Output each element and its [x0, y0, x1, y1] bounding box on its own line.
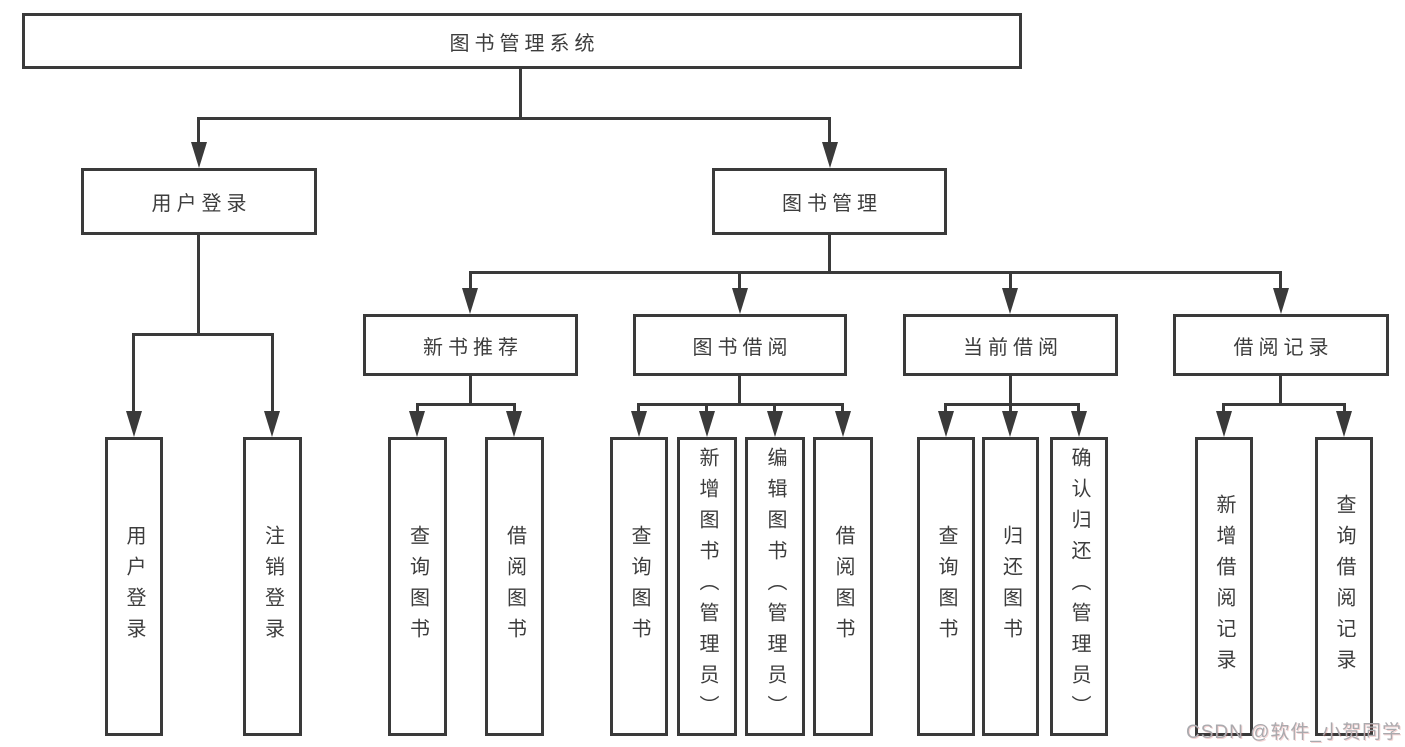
- connector-stem: [513, 403, 516, 414]
- connector-stem: [1222, 403, 1225, 414]
- arrowhead-leaf: [1071, 411, 1087, 437]
- arrowhead-book-management: [822, 142, 838, 168]
- connector-borrow-records-stub: [1279, 374, 1282, 406]
- connector-book-management-bar: [469, 271, 1282, 274]
- connector-new-book-bar: [416, 403, 516, 406]
- node-current-borrowing: 当前借阅: [903, 314, 1118, 376]
- connector-root-stub: [519, 66, 522, 118]
- arrowhead-leaf: [1216, 411, 1232, 437]
- connector-book-borrowing-stub: [738, 374, 741, 406]
- connector-stem-leaf-logout: [271, 333, 274, 413]
- leaf-return-books: 归还图书: [982, 437, 1039, 736]
- node-label: 注销登录: [261, 524, 284, 649]
- leaf-add-books-admin: 新增图书（管理员）: [677, 437, 737, 736]
- node-label: 图书管理: [782, 193, 882, 215]
- connector-stem: [944, 403, 947, 414]
- leaf-user-login: 用户登录: [105, 437, 163, 736]
- arrowhead-current-borrowing: [1002, 288, 1018, 314]
- leaf-query-books-recommend: 查询图书: [388, 437, 447, 736]
- node-label: 新书推荐: [423, 336, 523, 359]
- node-book-borrowing: 图书借阅: [633, 314, 847, 376]
- watermark: CSDN @软件_小贺同学: [1186, 722, 1402, 743]
- arrowhead-borrow-records: [1273, 288, 1289, 314]
- connector-stem-user-login: [197, 117, 200, 145]
- arrowhead-leaf: [1002, 411, 1018, 437]
- connector-stem: [841, 403, 844, 414]
- node-label: 借阅图书: [832, 524, 854, 649]
- connector-stem: [705, 403, 708, 414]
- connector-stem: [416, 403, 419, 414]
- arrowhead-leaf: [699, 411, 715, 437]
- connector-stem: [637, 403, 640, 414]
- arrowhead-leaf: [767, 411, 783, 437]
- node-label: 图书借阅: [692, 336, 793, 359]
- arrowhead-user-login: [191, 142, 207, 168]
- connector-stem: [1009, 403, 1012, 414]
- connector-new-book-stub: [469, 374, 472, 406]
- node-label: 用户登录: [123, 524, 145, 649]
- node-label: 用户登录: [151, 193, 252, 215]
- arrowhead-book-borrowing: [732, 288, 748, 314]
- arrowhead-leaf: [631, 411, 647, 437]
- connector-user-login-bar: [132, 333, 274, 336]
- node-label: 确认归还（管理员）: [1068, 447, 1090, 726]
- connector-borrow-records-bar: [1222, 403, 1346, 406]
- arrowhead-leaf-logout: [264, 411, 280, 437]
- node-label: 归还图书: [999, 524, 1022, 649]
- node-label: 新增借阅记录: [1213, 493, 1235, 680]
- connector-stem-book-borrowing: [738, 271, 741, 289]
- arrowhead-leaf-login: [126, 411, 142, 437]
- node-label: 借阅图书: [503, 524, 526, 649]
- connector-stem-book-management: [828, 117, 831, 145]
- leaf-edit-books-admin: 编辑图书（管理员）: [745, 437, 805, 736]
- leaf-query-books-current: 查询图书: [917, 437, 975, 736]
- leaf-query-books-borrowing: 查询图书: [610, 437, 668, 736]
- connector-stem-borrow-records: [1279, 271, 1282, 289]
- leaf-borrow-books-recommend: 借阅图书: [485, 437, 544, 736]
- node-label: 当前借阅: [963, 336, 1063, 359]
- node-label: 查询图书: [628, 524, 650, 649]
- connector-book-management-stub: [828, 233, 831, 274]
- connector-stem-new-book: [469, 271, 472, 289]
- node-label: 编辑图书（管理员）: [764, 447, 786, 726]
- leaf-query-borrow-record: 查询借阅记录: [1315, 437, 1373, 736]
- arrowhead-leaf: [835, 411, 851, 437]
- node-label: 查询借阅记录: [1333, 493, 1355, 680]
- node-label: 查询图书: [406, 524, 429, 649]
- connector-current-borrowing-bar: [944, 403, 1080, 406]
- leaf-logout-login: 注销登录: [243, 437, 302, 736]
- node-new-book-recommendation: 新书推荐: [363, 314, 578, 376]
- leaf-confirm-return-admin: 确认归还（管理员）: [1050, 437, 1108, 736]
- arrowhead-leaf: [938, 411, 954, 437]
- leaf-add-borrow-record: 新增借阅记录: [1195, 437, 1253, 736]
- connector-stem: [1343, 403, 1346, 414]
- node-label: 借阅记录: [1233, 336, 1334, 359]
- connector-root-bar: [197, 117, 831, 120]
- node-label: 查询图书: [935, 524, 957, 649]
- connector-user-login-stub: [197, 232, 200, 336]
- connector-stem-leaf-login: [132, 333, 135, 413]
- node-borrowing-records: 借阅记录: [1173, 314, 1389, 376]
- node-label: 新增图书（管理员）: [696, 447, 718, 726]
- connector-stem-current-borrowing: [1009, 271, 1012, 289]
- connector-book-borrowing-bar: [637, 403, 844, 406]
- node-book-management: 图书管理: [712, 168, 947, 235]
- leaf-borrow-books-borrowing: 借阅图书: [813, 437, 873, 736]
- connector-current-borrowing-stub: [1009, 374, 1012, 406]
- arrowhead-leaf: [1336, 411, 1352, 437]
- connector-stem: [773, 403, 776, 414]
- connector-stem: [1077, 403, 1080, 414]
- node-library-management-system: 图书管理系统: [22, 13, 1022, 69]
- node-label: 图书管理系统: [449, 32, 600, 55]
- arrowhead-new-book: [462, 288, 478, 314]
- arrowhead-leaf: [506, 411, 522, 437]
- node-user-login: 用户登录: [81, 168, 317, 235]
- arrowhead-leaf: [409, 411, 425, 437]
